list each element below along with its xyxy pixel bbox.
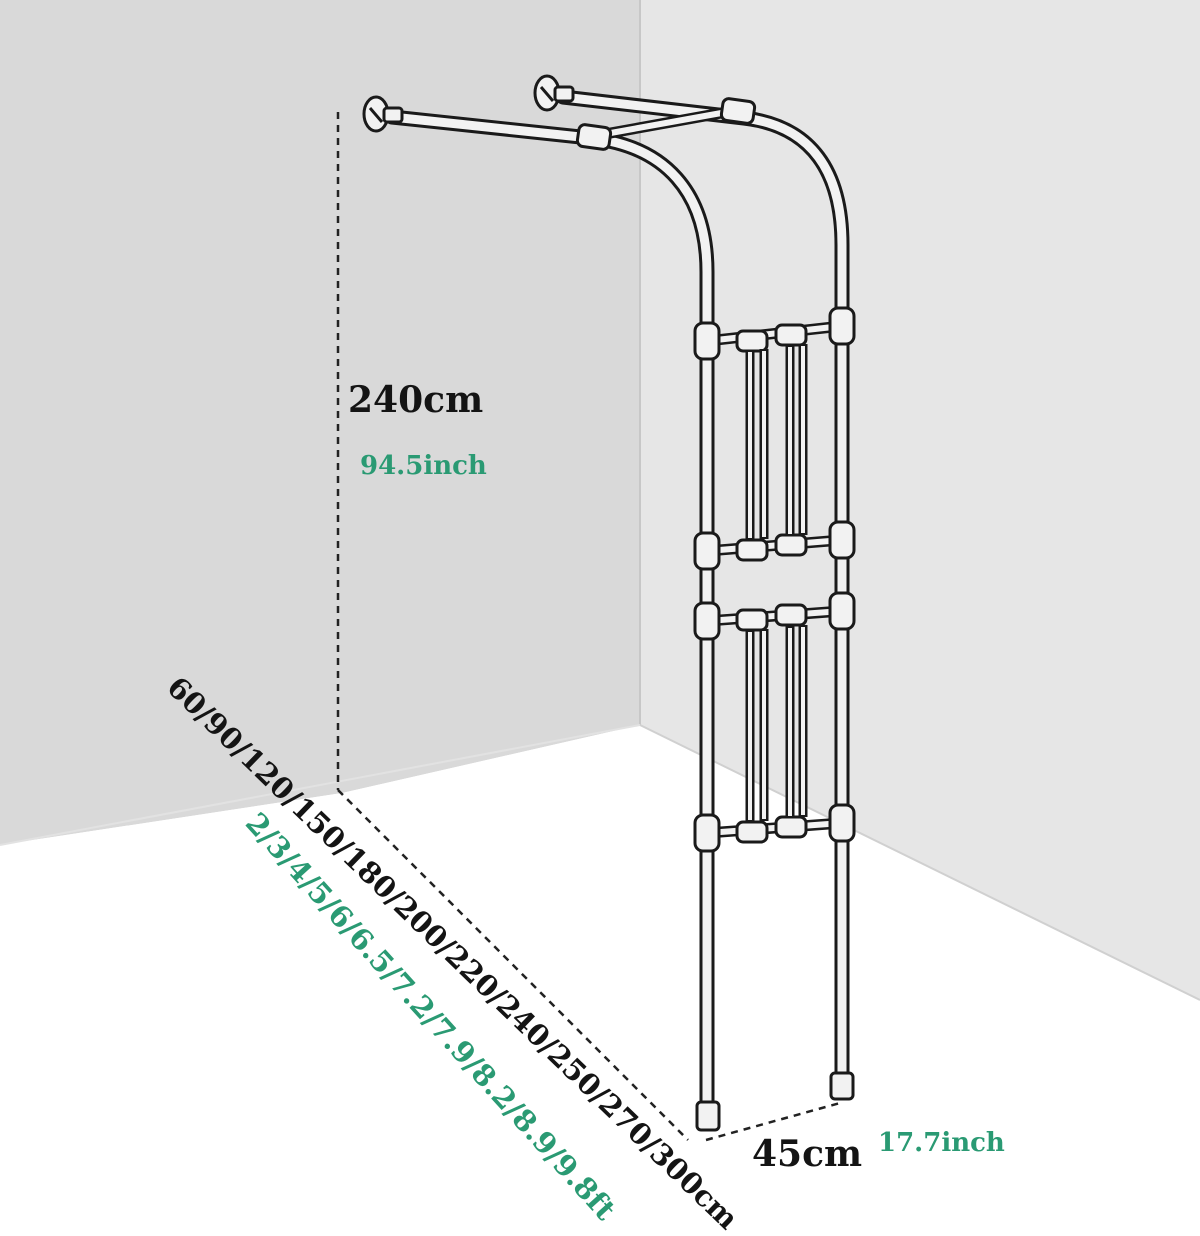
rail-feet <box>695 1071 855 1132</box>
towel-bar-2 <box>693 520 856 571</box>
shower-rail-scene <box>0 0 1200 1200</box>
floor <box>0 725 1200 1200</box>
height-inch-label: 94.5inch <box>360 451 487 481</box>
top-joints <box>575 97 757 151</box>
depth-cm-label: 45cm <box>752 1133 863 1175</box>
towel-bar-4 <box>693 803 856 853</box>
rear-rail-inner <box>558 92 847 1083</box>
towel-bar-1 <box>693 306 856 361</box>
depth-inch-label: 17.7inch <box>878 1128 1005 1158</box>
wall-mount-rear <box>533 74 575 112</box>
height-cm-label: 240cm <box>348 379 484 421</box>
depth-dimension-line <box>705 1101 841 1142</box>
towel-bars <box>693 306 856 853</box>
hanging-rods <box>745 344 808 822</box>
rear-foot <box>829 1071 855 1101</box>
floor-edge-side <box>639 724 1200 1001</box>
width-dimension-line <box>337 789 689 1141</box>
front-foot <box>695 1100 721 1132</box>
back-wall <box>0 0 640 845</box>
side-wall <box>640 0 1200 1000</box>
towel-bar-3 <box>693 591 856 641</box>
wall-mount-front <box>362 95 404 133</box>
floor-edge-back <box>0 724 641 846</box>
top-cross-brace-inner <box>591 107 741 139</box>
